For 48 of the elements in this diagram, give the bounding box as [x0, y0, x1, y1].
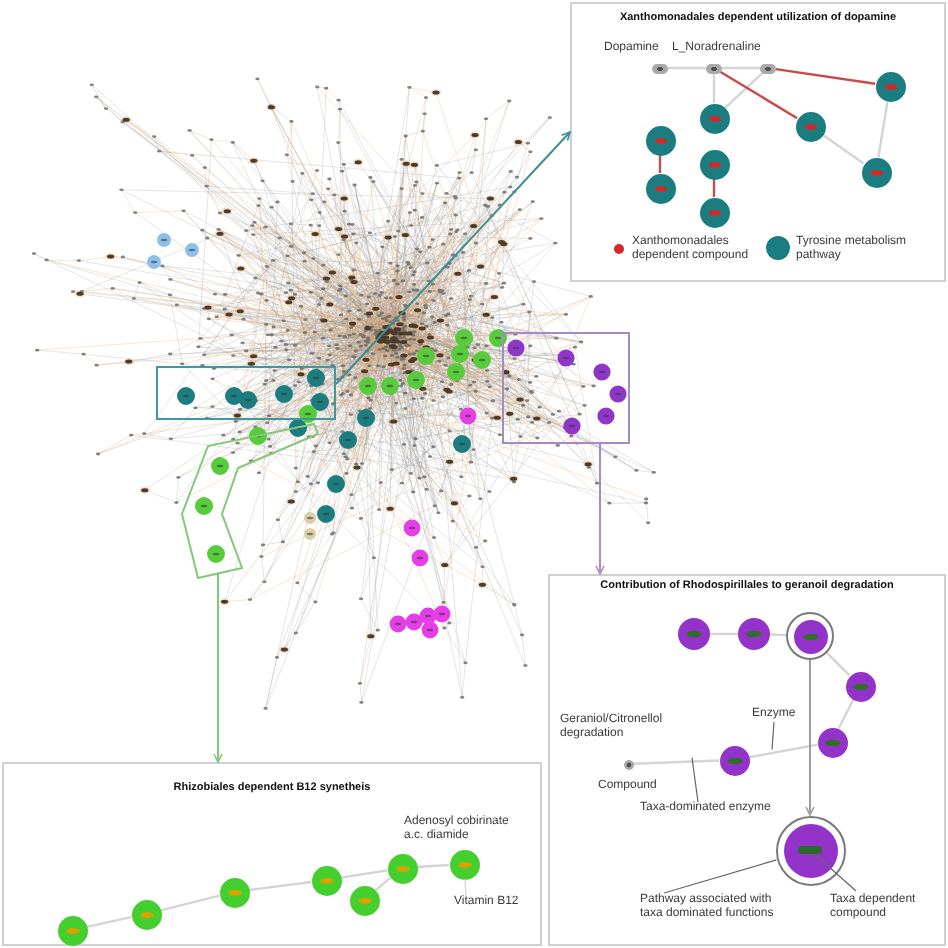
connector-line: [374, 876, 392, 892]
network-node: [795, 111, 825, 141]
connector-line: [769, 633, 787, 637]
connector-line: [160, 894, 220, 912]
ringed-node: [775, 815, 845, 885]
network-node: [57, 915, 87, 945]
connector-line: [340, 869, 388, 879]
connector-line: [710, 632, 738, 636]
network-node: [349, 885, 379, 915]
network-node: [719, 745, 749, 775]
connector-line: [712, 179, 716, 197]
connector-line: [719, 70, 798, 120]
leader-line: [691, 757, 699, 803]
ringed-node: [786, 612, 834, 660]
connector-line: [775, 67, 876, 85]
connector-line: [632, 759, 720, 765]
connector-line: [826, 652, 851, 677]
arrow: [805, 659, 815, 816]
network-node: [817, 727, 847, 757]
connector-line: [248, 880, 312, 892]
network-node: [875, 71, 905, 101]
connector-line: [712, 73, 716, 103]
connector-line: [837, 698, 855, 730]
connector-line: [724, 71, 765, 109]
leader-line: [663, 859, 778, 894]
network-node: [311, 865, 341, 895]
network-node: [131, 899, 161, 929]
network-node: [449, 849, 479, 879]
network-node: [678, 618, 710, 650]
leader-line: [464, 878, 467, 897]
network-node: [861, 157, 891, 187]
connector-line: [821, 133, 865, 165]
network-node: [699, 103, 729, 133]
network-node: [699, 197, 729, 227]
network-node: [738, 618, 770, 650]
leader-line: [771, 721, 775, 751]
inset-panel: [2, 762, 542, 946]
network-node: [845, 671, 875, 701]
connector-line: [877, 100, 889, 158]
connector-line: [748, 743, 818, 759]
network-node: [387, 853, 417, 883]
network-node: [219, 877, 249, 907]
network-node: [699, 149, 729, 179]
connector-line: [722, 66, 760, 70]
connector-line: [86, 916, 132, 928]
inset-panel: [548, 574, 946, 946]
connector-line: [416, 863, 450, 869]
inset-panel: [570, 2, 946, 282]
